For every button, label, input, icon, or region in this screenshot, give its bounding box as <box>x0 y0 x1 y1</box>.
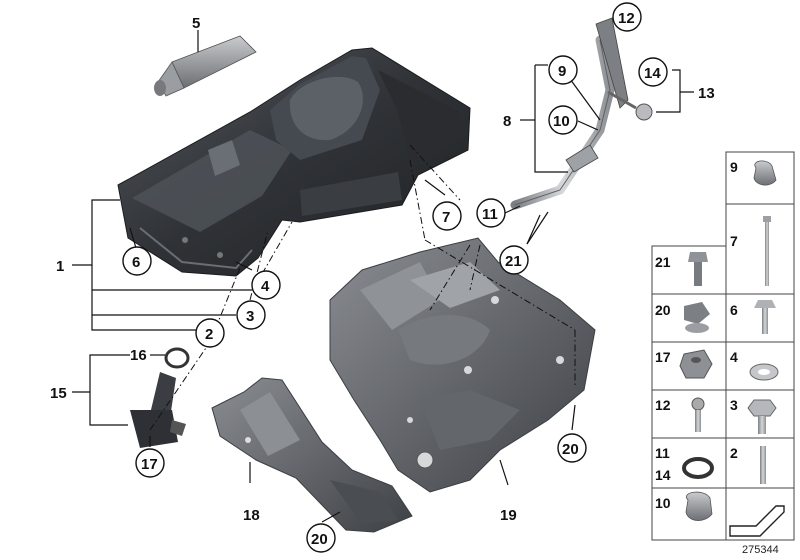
nut-bolt-icon <box>684 302 710 333</box>
spring-clip-icon <box>685 491 713 521</box>
legend-14: 14 <box>655 467 671 483</box>
stud-icon <box>760 446 766 484</box>
legend-2: 2 <box>730 445 738 461</box>
callout-5: 5 <box>192 15 200 32</box>
oil-pan <box>117 47 471 277</box>
clip-icon <box>753 160 777 186</box>
callout-2: 2 <box>205 326 213 343</box>
arrow-symbol-icon <box>729 505 785 537</box>
hex-nut-icon <box>679 349 713 379</box>
callout-20-bottom: 20 <box>311 531 328 548</box>
callout-20-right: 20 <box>562 441 579 458</box>
legend-21: 21 <box>655 254 671 270</box>
seal-ring-icon <box>682 457 714 479</box>
callout-21: 21 <box>505 253 522 270</box>
legend-9: 9 <box>730 159 738 175</box>
callout-6: 6 <box>132 254 140 271</box>
diagram-id: 275344 <box>742 544 779 556</box>
dipstick-guide-tube <box>510 17 653 210</box>
callout-10: 10 <box>553 113 570 130</box>
legend-6: 6 <box>730 302 738 318</box>
callout-12: 12 <box>618 10 635 27</box>
callout-18: 18 <box>243 507 260 524</box>
leader-lines <box>72 30 694 523</box>
legend-11: 11 <box>655 445 670 461</box>
callout-8: 8 <box>503 113 511 130</box>
flange-bolt-icon <box>754 300 776 334</box>
callout-11: 11 <box>482 206 498 223</box>
callout-17: 17 <box>141 456 158 473</box>
legend-20: 20 <box>655 302 671 318</box>
legend-3: 3 <box>730 397 738 413</box>
callout-13: 13 <box>698 85 715 102</box>
torx-screw-icon <box>691 397 705 432</box>
callout-19: 19 <box>500 507 517 524</box>
oil-level-sensor <box>130 347 190 448</box>
callout-3: 3 <box>246 308 254 325</box>
callout-7: 7 <box>442 209 450 226</box>
callout-1: 1 <box>56 258 64 275</box>
underbody-shield <box>329 237 596 493</box>
callout-15: 15 <box>50 385 67 402</box>
hex-bolt-icon <box>747 399 777 434</box>
screw-icon <box>688 252 708 286</box>
legend-7: 7 <box>730 233 738 249</box>
callout-9: 9 <box>558 63 566 80</box>
callout-16: 16 <box>130 347 147 364</box>
fastener-legend: 9 7 6 4 3 2 21 20 17 12 11 14 10 <box>651 151 795 556</box>
long-bolt-icon <box>763 216 771 286</box>
side-shield <box>211 377 413 533</box>
sealant-tube <box>154 35 257 97</box>
callouts: 5 1 6 4 3 2 16 15 17 18 20 19 20 7 11 21… <box>50 2 715 553</box>
washer-icon <box>749 363 779 381</box>
legend-17: 17 <box>655 349 671 365</box>
legend-10: 10 <box>655 495 671 511</box>
legend-12: 12 <box>655 397 671 413</box>
callout-4: 4 <box>261 278 270 295</box>
callout-14: 14 <box>644 65 661 82</box>
legend-4: 4 <box>730 349 738 365</box>
